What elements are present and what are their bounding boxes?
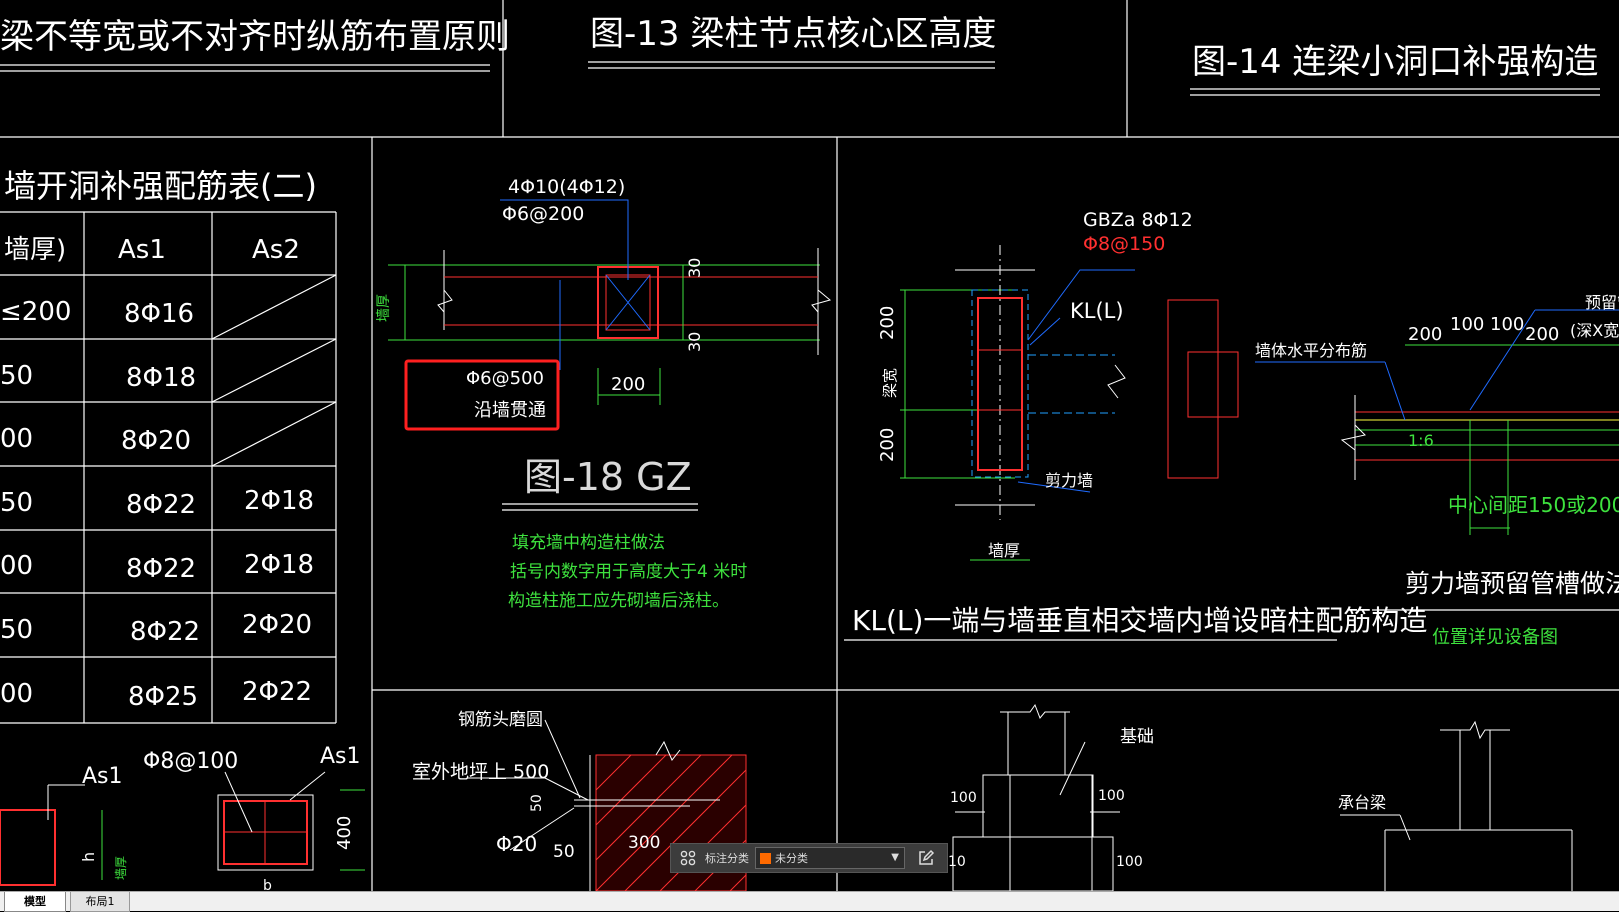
kl-beam-width: 梁宽 bbox=[881, 368, 899, 398]
pipe-dim: 100 bbox=[1450, 314, 1484, 335]
gz-note2: 括号内数字用于高度大于4 米时 bbox=[510, 562, 747, 582]
pipe-title: 剪力墙预留管槽做法大样 bbox=[1405, 569, 1619, 598]
pipe-groove-drawing bbox=[1255, 309, 1619, 535]
rebar-table-grid bbox=[0, 211, 337, 724]
chevron-down-icon: ▼ bbox=[891, 852, 899, 863]
tab-model[interactable]: 模型 bbox=[4, 892, 66, 912]
bl-h: h bbox=[79, 852, 98, 862]
pipe-wall-rebar: 墙体水平分布筋 bbox=[1255, 341, 1367, 360]
kl-title: KL(L)一端与墙垂直相交墙内增设暗柱配筋构造 bbox=[852, 604, 1427, 637]
bm-phi20: Φ20 bbox=[496, 832, 537, 856]
pipe-slope: 1:6 bbox=[1408, 431, 1434, 450]
gz-label-top2: Φ6@200 bbox=[502, 203, 584, 225]
br-cap-beam: 承台梁 bbox=[1338, 793, 1386, 812]
category-color-swatch bbox=[760, 852, 771, 864]
bm-bar-end: 钢筋头磨圆 bbox=[458, 710, 543, 730]
tab-layout1[interactable]: 布局1 bbox=[70, 892, 130, 912]
table-cell: 8Φ22 bbox=[126, 554, 196, 584]
table-cell: 2Φ18 bbox=[244, 550, 314, 580]
table-cell: 50 bbox=[0, 361, 33, 391]
bottom-left-drawing bbox=[0, 771, 365, 886]
table-cell: 00 bbox=[0, 424, 33, 454]
br-100c: 100 bbox=[1116, 854, 1143, 870]
pipe-note: 位置详见设备图 bbox=[1432, 627, 1558, 648]
br-100a: 100 bbox=[950, 790, 977, 806]
bm-outdoor: 室外地坪上 500 bbox=[412, 761, 549, 783]
selected-category: 未分类 bbox=[775, 852, 808, 865]
table-header-as2: As2 bbox=[252, 235, 300, 265]
title-fig13: 图-13 梁柱节点核心区高度 bbox=[590, 14, 996, 54]
table-cell: 8Φ25 bbox=[128, 682, 198, 712]
kl-shear-wall: 剪力墙 bbox=[1045, 471, 1093, 490]
bottom-right-drawing bbox=[952, 703, 1573, 892]
gz-title: 图-18 GZ bbox=[524, 455, 692, 499]
gz-wall-thk: 墙厚 bbox=[376, 294, 392, 322]
grid-icon[interactable] bbox=[677, 847, 699, 869]
table-cell: 8Φ22 bbox=[130, 617, 200, 647]
table-cell: ≤200 bbox=[0, 297, 71, 327]
table-cell: 2Φ20 bbox=[242, 610, 312, 640]
table-cell: 00 bbox=[0, 679, 33, 709]
pipe-dim: 200 bbox=[1408, 324, 1442, 345]
pipe-dim: 100 bbox=[1490, 314, 1524, 335]
kl-stirrup: Φ8@150 bbox=[1083, 233, 1165, 255]
table-cell: 00 bbox=[0, 551, 33, 581]
br-100b: 100 bbox=[1098, 788, 1125, 804]
table-title: 墙开洞补强配筋表(二) bbox=[4, 167, 317, 205]
title-fig14: 图-14 连梁小洞口补强构造 bbox=[1192, 42, 1598, 82]
table-cell: 8Φ18 bbox=[126, 363, 196, 393]
table-cell: 2Φ18 bbox=[244, 486, 314, 516]
table-header-thickness: 墙厚) bbox=[4, 235, 66, 265]
annotation-category-label: 标注分类 bbox=[705, 852, 749, 865]
highlight-box bbox=[404, 359, 560, 431]
pipe-dim: 200 bbox=[1525, 324, 1559, 345]
table-cell: 2Φ22 bbox=[242, 677, 312, 707]
br-10: 10 bbox=[948, 854, 966, 870]
kl-dim-200b: 200 bbox=[877, 428, 898, 462]
title-beam-rebar: 梁不等宽或不对齐时纵筋布置原则 bbox=[0, 17, 510, 57]
kl-gbza: GBZa 8Φ12 bbox=[1083, 209, 1193, 231]
gz-label-top1: 4Φ10(4Φ12) bbox=[508, 176, 625, 198]
kl-detail-drawing bbox=[900, 245, 1239, 561]
kl-wall-thk: 墙厚 bbox=[988, 541, 1020, 560]
pipe-spacing: 中心间距150或200 bbox=[1448, 493, 1619, 517]
kl-dim-200a: 200 bbox=[877, 306, 898, 340]
layout-tab-bar: 模型 布局1 bbox=[0, 891, 1619, 912]
bm-50a: 50 bbox=[529, 794, 545, 812]
annotation-toolbar: 标注分类 未分类 ▼ bbox=[670, 843, 948, 873]
kl-label: KL(L) bbox=[1070, 299, 1124, 323]
bm-50b: 50 bbox=[553, 842, 575, 862]
table-cell: 8Φ16 bbox=[124, 299, 194, 329]
pipe-reserve1: 预留管 bbox=[1585, 293, 1619, 312]
gz-note3: 构造柱施工应先砌墙后浇柱。 bbox=[508, 591, 729, 611]
gz-note1: 填充墙中构造柱做法 bbox=[512, 533, 665, 553]
bl-as1-left: As1 bbox=[82, 764, 123, 789]
table-cell: 8Φ22 bbox=[126, 490, 196, 520]
pipe-reserve2: (深X宽) bbox=[1570, 321, 1619, 340]
table-header-as1: As1 bbox=[118, 235, 166, 265]
table-cell: 50 bbox=[0, 488, 33, 518]
bl-b: b bbox=[263, 878, 272, 891]
table-cell: 50 bbox=[0, 615, 33, 645]
bl-wall: 墙厚 bbox=[114, 856, 128, 880]
bl-dim-400: 400 bbox=[334, 816, 355, 850]
bm-300: 300 bbox=[628, 833, 660, 853]
gz-dim-200: 200 bbox=[611, 374, 645, 395]
br-foundation: 基础 bbox=[1120, 727, 1154, 747]
gz-dim-30b: 30 bbox=[685, 332, 704, 352]
table-cell: 8Φ20 bbox=[121, 426, 191, 456]
drawing-frame-lines bbox=[0, 0, 1619, 891]
gz-boxed-2: 沿墙贯通 bbox=[474, 400, 546, 421]
gz-boxed-1: Φ6@500 bbox=[466, 368, 544, 389]
gz-dim-30a: 30 bbox=[685, 258, 704, 278]
bl-phi8: Φ8@100 bbox=[143, 749, 238, 774]
edit-icon[interactable] bbox=[913, 847, 939, 869]
annotation-category-select[interactable]: 未分类 ▼ bbox=[755, 847, 905, 869]
bl-as1-right: As1 bbox=[320, 744, 361, 769]
gz-detail-drawing bbox=[388, 199, 832, 405]
